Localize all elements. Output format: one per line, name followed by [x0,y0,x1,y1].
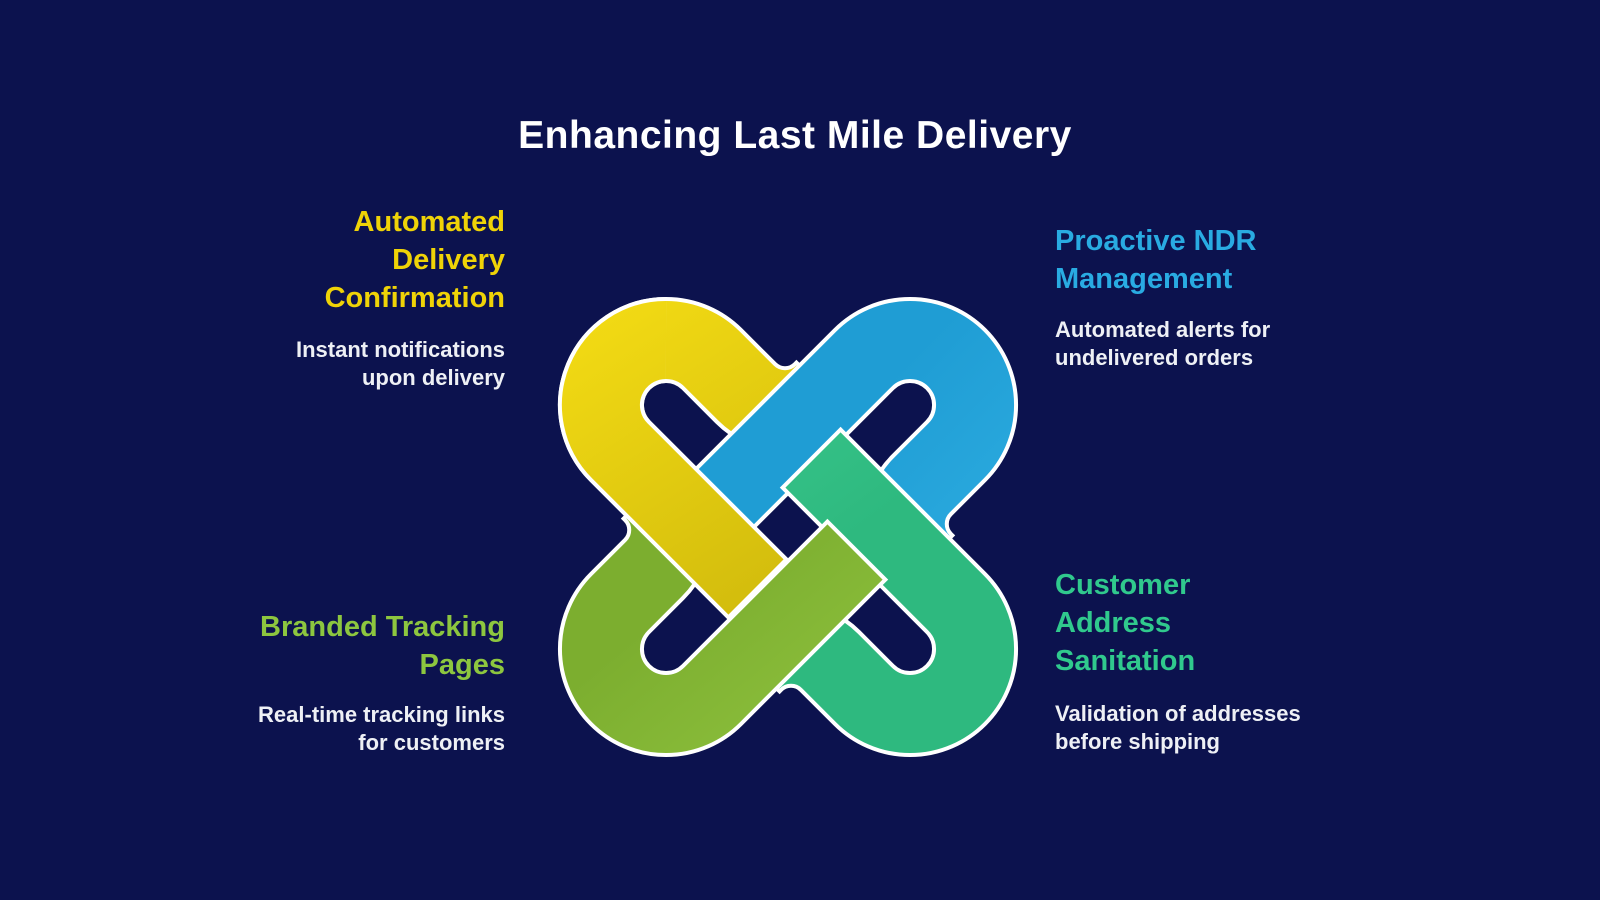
quadrant-heading-proactive-ndr-management: Proactive NDR Management [1055,225,1257,295]
quadrant-heading-branded-tracking-pages: Branded Tracking Pages [260,611,505,681]
quadrant-description-bottom-right: Validation of addresses before shipping [1055,701,1301,754]
knot-svg [557,296,1019,758]
page-title: Enhancing Last Mile Delivery [518,114,1072,157]
knot-weave-patch-yellow [557,297,799,630]
quadrant-description-top-right: Automated alerts for undelivered orders [1055,317,1271,370]
quadrant-heading-automated-delivery-confirmation: Automated Delivery Confirmation [324,206,505,314]
interlocking-knot-graphic [540,280,1040,780]
quadrant-heading-customer-address-sanitation: Customer Address Sanitation [1055,569,1196,677]
quadrant-description-bottom-left: Real-time tracking links for customers [258,702,505,755]
quadrant-description-top-left: Instant notifications upon delivery [296,337,505,390]
